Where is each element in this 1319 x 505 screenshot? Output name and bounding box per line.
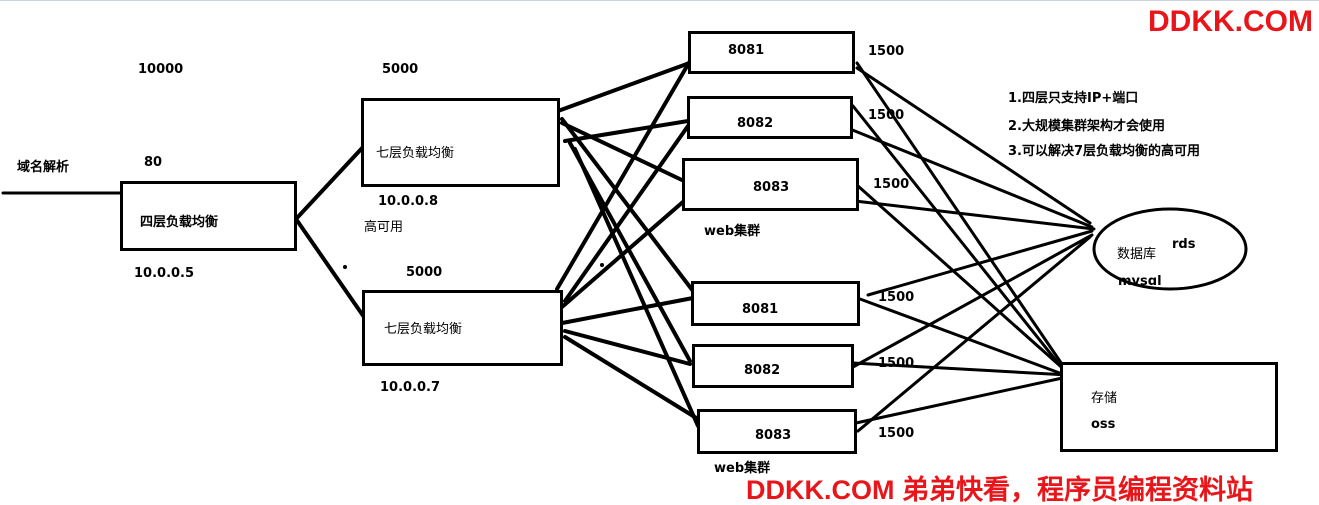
l7-ha-label: 高可用 <box>364 220 404 235</box>
storage-type: oss <box>1091 417 1116 432</box>
web-cluster-bottom-label: web集群 <box>714 461 771 476</box>
web-node-top-8083: 8083 <box>682 158 859 211</box>
l7-top-capacity: 5000 <box>382 62 419 77</box>
storage-label: 存储 <box>1091 391 1118 406</box>
l4-port: 80 <box>144 155 163 170</box>
stray-dot <box>600 263 604 267</box>
web-node-port: 8081 <box>742 302 779 317</box>
watermark-top: DDKK.COM <box>1148 5 1313 38</box>
web-node-port: 8081 <box>728 43 765 58</box>
l7-bottom-label: 七层负载均衡 <box>384 322 463 337</box>
watermark-bottom: DDKK.COM 弟弟快看，程序员编程资料站 <box>746 475 1253 505</box>
web-node-capacity: 1500 <box>878 290 915 305</box>
database-ellipse <box>1092 207 1248 291</box>
l7-top-ip: 10.0.0.8 <box>378 194 439 209</box>
web-node-top-8081: 8081 <box>688 31 855 74</box>
l4-capacity: 10000 <box>138 62 184 77</box>
web-node-capacity: 1500 <box>878 426 915 441</box>
l7-top-load-balancer-box: 七层负载均衡 <box>361 98 560 187</box>
web-node-port: 8083 <box>755 428 792 443</box>
storage-box: 存储 oss <box>1060 362 1278 452</box>
web-node-capacity: 1500 <box>878 356 915 371</box>
dns-label: 域名解析 <box>17 160 70 175</box>
l4-ip: 10.0.0.5 <box>134 266 195 281</box>
l7-top-label: 七层负载均衡 <box>376 146 455 161</box>
database-label: 数据库 <box>1117 247 1157 262</box>
web-node-bottom-8083: 8083 <box>697 409 857 454</box>
web-node-capacity: 1500 <box>868 44 905 59</box>
web-node-port: 8082 <box>744 363 781 378</box>
note-3: 3.可以解决7层负载均衡的高可用 <box>1008 144 1201 159</box>
web-node-bottom-8081: 8081 <box>691 281 860 326</box>
database-type: rds <box>1172 237 1196 252</box>
web-node-port: 8082 <box>737 116 774 131</box>
web-node-capacity: 1500 <box>868 108 905 123</box>
l7-bottom-capacity: 5000 <box>406 265 443 280</box>
web-cluster-top-label: web集群 <box>704 224 761 239</box>
note-1: 1.四层只支持IP+端口 <box>1008 91 1139 106</box>
note-2: 2.大规模集群架构才会使用 <box>1008 119 1165 134</box>
web-node-capacity: 1500 <box>873 177 910 192</box>
web-node-bottom-8082: 8082 <box>692 344 854 388</box>
l7-bottom-load-balancer-box: 七层负载均衡 <box>362 290 563 366</box>
database-engine: mysql <box>1118 275 1162 285</box>
web-node-port: 8083 <box>753 180 790 195</box>
stray-dot <box>343 265 347 269</box>
l4-label: 四层负载均衡 <box>140 215 219 230</box>
web-node-top-8082: 8082 <box>687 96 853 139</box>
l4-load-balancer-box: 四层负载均衡 <box>120 181 297 251</box>
l7-bottom-ip: 10.0.0.7 <box>380 380 441 395</box>
